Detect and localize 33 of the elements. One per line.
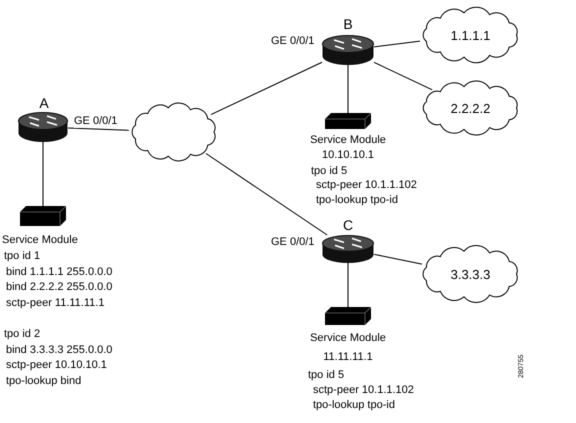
module-title: Service Module xyxy=(2,234,78,247)
config-line: bind 1.1.1.1 255.0.0.0 xyxy=(6,266,112,279)
edge-label: GE 0/0/1 xyxy=(74,115,118,128)
router-label: B xyxy=(343,17,353,32)
config-line: tpo-lookup bind xyxy=(6,375,82,388)
connector-line xyxy=(68,127,130,131)
network-address: 3.3.3.3 xyxy=(450,266,490,282)
network-address: 1.1.1.1 xyxy=(450,28,490,42)
connector-line xyxy=(374,62,433,90)
config-line: sctp-peer 10.1.1.102 xyxy=(316,179,417,192)
network-address: 2.2.2.2 xyxy=(450,100,490,116)
connector-line xyxy=(42,142,44,206)
connector-line xyxy=(206,153,328,236)
connector-line xyxy=(374,254,422,265)
config-line: tpo-lookup tpo-id xyxy=(313,399,395,412)
router-label: A xyxy=(39,96,49,111)
connector-line xyxy=(210,62,322,116)
config-line: tpo-lookup tpo-id xyxy=(316,194,398,207)
config-line: sctp-peer 11.11.11.1 xyxy=(6,297,104,310)
config-line: tpo id 5 xyxy=(308,369,344,382)
config-line: tpo id 1 xyxy=(4,250,40,263)
config-line: 10.10.10.1 xyxy=(322,149,374,162)
router-label: C xyxy=(342,218,354,233)
config-line: 11.11.11.1 xyxy=(323,351,373,364)
config-line: sctp-peer 10.1.1.102 xyxy=(313,384,414,397)
module-title: Service Module xyxy=(310,134,386,147)
module-title: Service Module xyxy=(310,332,386,345)
config-line: bind 2.2.2.2 255.0.0.0 xyxy=(6,281,112,294)
config-line: tpo id 2 xyxy=(4,328,40,341)
config-line: bind 3.3.3.3 255.0.0.0 xyxy=(6,344,112,357)
config-line: sctp-peer 10.10.10.1 xyxy=(6,359,107,372)
connector-line xyxy=(374,40,421,48)
config-line: tpo id 5 xyxy=(311,165,348,178)
